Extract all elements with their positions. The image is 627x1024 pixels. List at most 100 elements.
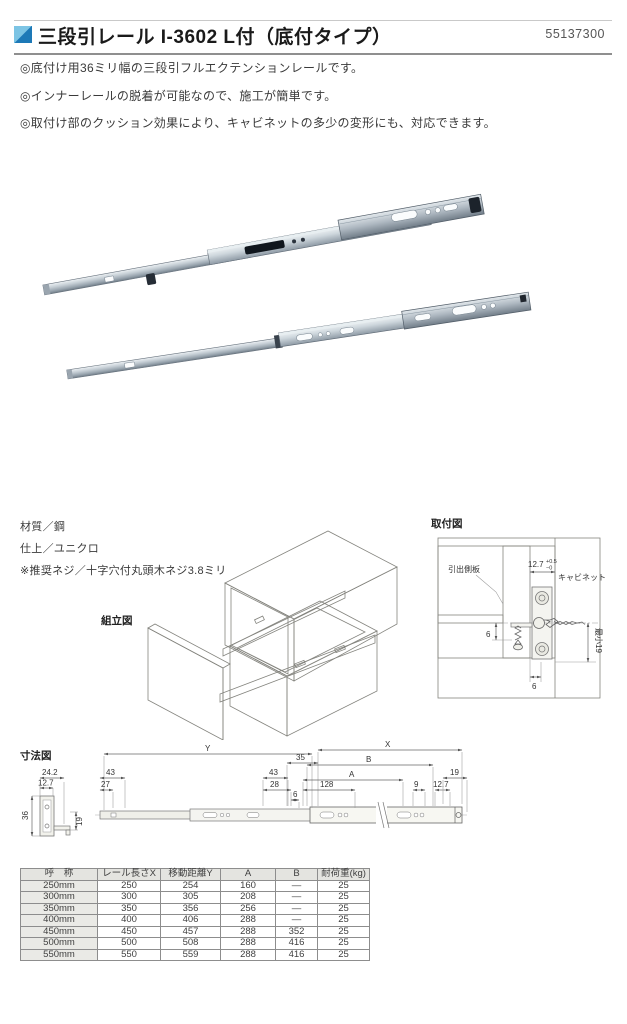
- mounting-label: 取付図: [431, 517, 463, 530]
- mounting-diagram: 取付図 12.7 +0.5 −0 6 6: [431, 517, 606, 699]
- cell: 25: [317, 914, 370, 927]
- cell: —: [275, 879, 318, 892]
- feature-item: ◎取付け部のクッション効果により、キャビネットの多少の変形にも、対応できます。: [20, 116, 496, 130]
- label-drawer-panel: 引出側板: [448, 564, 480, 574]
- cell: 457: [160, 925, 221, 938]
- spec-table: 呼 称 レール長さX 移動距離Y A B 耐荷重(kg) 250mm 250 2…: [20, 868, 370, 961]
- spec-text-block: 材質／鋼 仕上／ユニクロ ※推奨ネジ／十字穴付丸頭木ネジ3.8ミリ: [20, 518, 280, 584]
- slide-rail-photo-bottom: [66, 291, 532, 380]
- dim-24-2: 24.2: [42, 768, 58, 777]
- cell: 25: [317, 879, 370, 892]
- feature-item: ◎インナーレールの脱着が可能なので、施工が簡単です。: [20, 88, 337, 103]
- cell: 406: [160, 914, 221, 927]
- dim-9: 9: [414, 780, 419, 789]
- dimension-diagram: 寸法図 24.2 12.7 36 19: [20, 740, 468, 837]
- cell: 416: [275, 937, 318, 950]
- cell: 400mm: [20, 914, 98, 927]
- cell: 160: [220, 879, 276, 892]
- cell: 350mm: [20, 902, 98, 915]
- cell: —: [275, 914, 318, 927]
- cell: 450: [97, 925, 161, 938]
- cell: 288: [220, 937, 276, 950]
- dim-43a: 43: [106, 768, 115, 777]
- assembly-diagram: 組立図: [101, 530, 398, 740]
- header-bottom-rule: [14, 53, 612, 55]
- dim-128: 128: [320, 780, 334, 789]
- cell: 508: [160, 937, 221, 950]
- cell: 25: [317, 902, 370, 915]
- table-header-row: 呼 称 レール長さX 移動距離Y A B 耐荷重(kg): [20, 868, 370, 881]
- cell: 25: [317, 891, 370, 904]
- col-header: レール長さX: [97, 868, 161, 881]
- dim-19: 19: [450, 768, 459, 777]
- dim-gap-tol-minus: −0: [546, 566, 552, 572]
- dim-X: X: [385, 740, 391, 749]
- slide-rail-photo-top: [42, 193, 485, 296]
- dim-Y: Y: [205, 744, 211, 753]
- table-row: 300mm 300 305 208 — 25: [20, 891, 370, 904]
- cell: 350: [97, 902, 161, 915]
- cell: 550: [97, 948, 161, 961]
- cell: 250: [97, 879, 161, 892]
- cell: 288: [220, 914, 276, 927]
- dim-A: A: [349, 770, 355, 779]
- dim-27: 27: [101, 780, 110, 789]
- feature-list: ◎底付け用36ミリ幅の三段引フルエクテンションレールです。 ◎インナーレールの脱…: [20, 59, 600, 142]
- page-title: 三段引レール I-3602 L付（底付タイプ）: [38, 27, 392, 48]
- assembly-label: 組立図: [101, 614, 133, 627]
- col-header: B: [275, 868, 318, 881]
- dim-v6: 6: [486, 630, 491, 639]
- cell: 356: [160, 902, 221, 915]
- dim-19-cross: 19: [75, 817, 84, 826]
- dim-12-7: 12.7: [433, 780, 449, 789]
- feature-item: ◎底付け用36ミリ幅の三段引フルエクテンションレールです。: [20, 61, 364, 75]
- cell: 450mm: [20, 925, 98, 938]
- cell: 416: [275, 948, 318, 961]
- cell: 288: [220, 948, 276, 961]
- cell: —: [275, 902, 318, 915]
- cell: 256: [220, 902, 276, 915]
- dim-gap-tol-plus: +0.5: [546, 559, 557, 565]
- table-row: 500mm 500 508 288 416 25: [20, 937, 370, 950]
- header-top-rule: [14, 20, 612, 21]
- dim-12-7-cross: 12.7: [38, 779, 54, 788]
- dim-36: 36: [21, 811, 30, 820]
- product-photo-slide-rails: [42, 193, 532, 380]
- dim-35: 35: [296, 753, 305, 762]
- cell: 300mm: [20, 891, 98, 904]
- cell: 25: [317, 925, 370, 938]
- cell: 254: [160, 879, 221, 892]
- cell: 300: [97, 891, 161, 904]
- dim-B: B: [366, 755, 371, 764]
- dim-43b: 43: [269, 768, 278, 777]
- spec-material: 材質／鋼: [20, 521, 66, 533]
- col-header: A: [220, 868, 276, 881]
- cell: 25: [317, 948, 370, 961]
- cell: 305: [160, 891, 221, 904]
- table-row: 350mm 350 356 256 — 25: [20, 902, 370, 915]
- cell: 352: [275, 925, 318, 938]
- table-row: 250mm 250 254 160 — 25: [20, 879, 370, 892]
- table-row: 550mm 550 559 288 416 25: [20, 948, 370, 961]
- cell: 25: [317, 937, 370, 950]
- title-diamond-icon: [14, 26, 32, 43]
- table-row: 450mm 450 457 288 352 25: [20, 925, 370, 938]
- cell: 550mm: [20, 948, 98, 961]
- dim-min19: 最小19: [594, 628, 603, 653]
- cell: 559: [160, 948, 221, 961]
- dim-gap: 12.7: [528, 560, 544, 569]
- product-code: 55137300: [545, 27, 605, 41]
- cell: 208: [220, 891, 276, 904]
- col-header: 移動距離Y: [160, 868, 221, 881]
- col-header: 耐荷重(kg): [317, 868, 370, 881]
- cell: 288: [220, 925, 276, 938]
- table-row: 400mm 400 406 288 — 25: [20, 914, 370, 927]
- dim-28: 28: [270, 780, 279, 789]
- dim-6: 6: [293, 790, 298, 799]
- cell: 500: [97, 937, 161, 950]
- dim-h6: 6: [532, 682, 537, 691]
- spec-screw-note: ※推奨ネジ／十字穴付丸頭木ネジ3.8ミリ: [20, 565, 227, 577]
- cell: —: [275, 891, 318, 904]
- dimension-label: 寸法図: [20, 749, 52, 762]
